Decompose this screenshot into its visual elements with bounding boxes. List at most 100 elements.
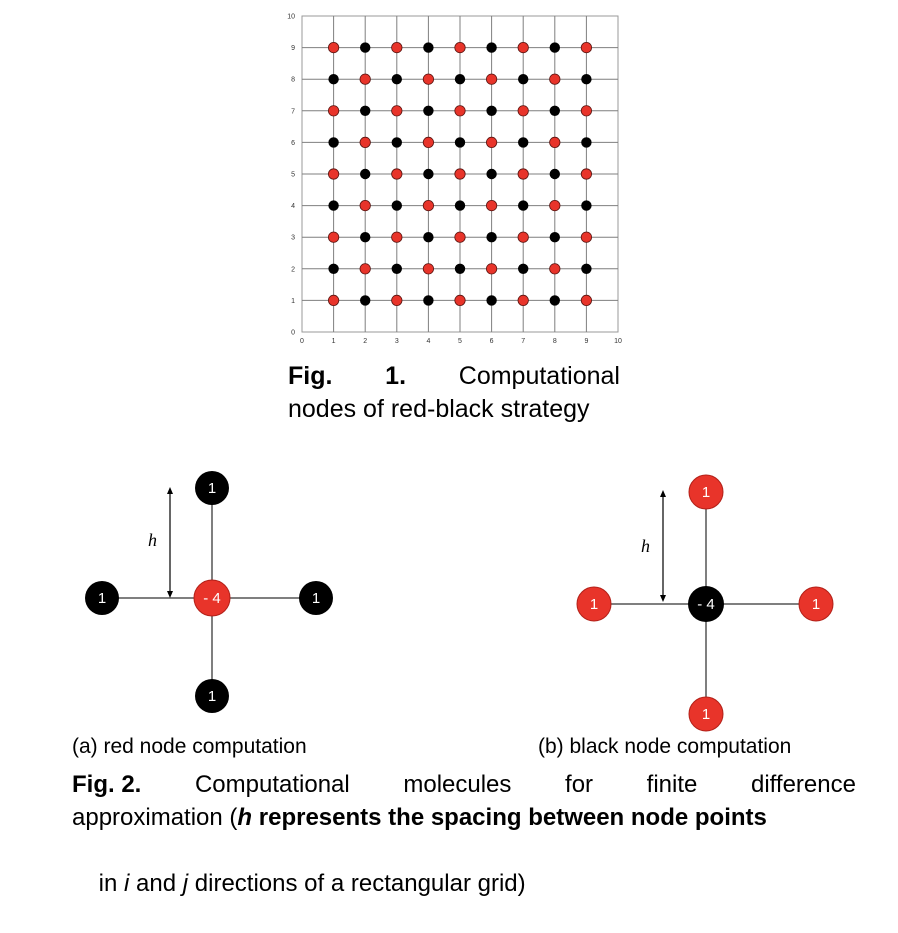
arrow-down-icon: [660, 595, 666, 602]
x-tick-label: 3: [395, 338, 399, 345]
arrow-up-icon: [167, 487, 173, 494]
figure-1-caption: Fig. 1. Computational nodes of red-black…: [288, 360, 620, 426]
black-node: [454, 263, 466, 274]
red-node: [580, 231, 592, 243]
black-node: [454, 74, 466, 85]
y-tick-label: 2: [291, 266, 295, 273]
molecule-a-left-node: [85, 581, 119, 615]
x-tick-label: 6: [490, 338, 494, 345]
red-node: [486, 200, 498, 212]
red-node: [328, 294, 340, 306]
caption-fig-label: Fig. 2.: [72, 771, 142, 798]
red-node: [580, 41, 592, 54]
y-tick-label: 9: [291, 45, 295, 52]
y-tick-label: 0: [291, 330, 295, 337]
x-tick-label: 8: [553, 338, 557, 345]
molecule-a-right-node: [299, 581, 333, 615]
black-node: [360, 42, 371, 53]
black-node: [518, 74, 529, 85]
red-node: [454, 294, 466, 306]
x-tick-label: 7: [521, 338, 525, 345]
x-tick-label: 9: [584, 338, 588, 345]
black-node: [581, 137, 592, 148]
molecule-b-left-label: 1: [590, 596, 598, 613]
red-node: [328, 231, 340, 243]
red-node: [486, 263, 498, 275]
caption-word: Computational: [458, 362, 620, 390]
caption-word: for: [565, 771, 594, 798]
black-node: [360, 295, 371, 306]
molecule-b-top-label: 1: [702, 484, 710, 501]
black-node: [549, 295, 560, 306]
molecule-b-left-node: [576, 586, 612, 622]
black-node: [454, 137, 466, 148]
black-node: [581, 74, 592, 85]
x-tick-label: 2: [363, 338, 367, 345]
black-node: [360, 105, 371, 117]
black-node: [454, 200, 466, 211]
red-node: [549, 263, 561, 275]
black-node: [360, 168, 371, 180]
caption-text: approximation (: [72, 804, 238, 831]
caption-line-2: nodes of red-black strategy: [288, 395, 590, 423]
red-node: [328, 41, 340, 54]
black-node: [391, 74, 402, 85]
molecule-a-top-label: 1: [208, 480, 216, 497]
black-node: [486, 42, 497, 53]
y-tick-label: 3: [291, 235, 295, 242]
caption-fig-label: Fig.: [288, 362, 333, 390]
black-node: [423, 295, 434, 306]
molecule-b-right-label: 1: [812, 596, 820, 613]
black-node: [328, 137, 339, 148]
red-node: [486, 73, 498, 85]
red-node: [391, 168, 403, 180]
red-node: [486, 136, 498, 148]
red-node: [359, 136, 371, 148]
y-tick-label: 10: [287, 14, 295, 21]
red-node: [517, 231, 529, 243]
molecule-b: h 1 1 - 4 1 1: [576, 474, 834, 732]
red-node: [328, 168, 340, 180]
caption-fig-number: 1.: [385, 362, 407, 390]
red-node: [422, 263, 434, 275]
black-node: [518, 200, 529, 211]
molecule-b-center-label: - 4: [697, 596, 715, 613]
red-node: [517, 168, 529, 180]
subcaption-b: (b) black node computation: [538, 735, 792, 758]
molecule-b-h-label: h: [641, 536, 650, 556]
black-node: [423, 232, 434, 243]
caption-text: and: [129, 870, 183, 897]
y-tick-label: 4: [291, 203, 295, 210]
black-node: [549, 105, 560, 117]
molecule-b-center-node: [688, 586, 724, 622]
molecule-a-bottom-label: 1: [208, 688, 216, 705]
arrow-down-icon: [167, 591, 173, 598]
molecule-a-h-label: h: [148, 530, 157, 550]
molecule-a-center-label: - 4: [203, 590, 221, 607]
black-node: [549, 42, 560, 53]
black-node: [328, 74, 339, 85]
molecule-a-left-label: 1: [98, 590, 106, 607]
black-node: [486, 295, 497, 306]
caption-word: molecules: [403, 771, 512, 798]
red-node: [580, 168, 592, 180]
red-node: [454, 231, 466, 243]
red-node: [580, 294, 592, 306]
black-node: [391, 137, 402, 148]
red-node: [391, 231, 403, 243]
caption-text: directions of a rectangular grid): [188, 870, 526, 897]
black-node: [518, 137, 529, 148]
y-tick-label: 1: [291, 298, 295, 305]
caption-j-symbol: j: [182, 870, 189, 897]
x-tick-label: 5: [458, 338, 462, 345]
caption-i-symbol: i: [124, 870, 130, 897]
caption-text: in: [98, 870, 125, 897]
red-node: [517, 294, 529, 306]
red-node: [549, 73, 561, 85]
molecule-b-top-node: [688, 474, 724, 510]
caption-h-symbol: h: [237, 804, 253, 831]
red-node: [422, 73, 434, 85]
black-node: [518, 263, 529, 274]
red-node: [359, 73, 371, 85]
